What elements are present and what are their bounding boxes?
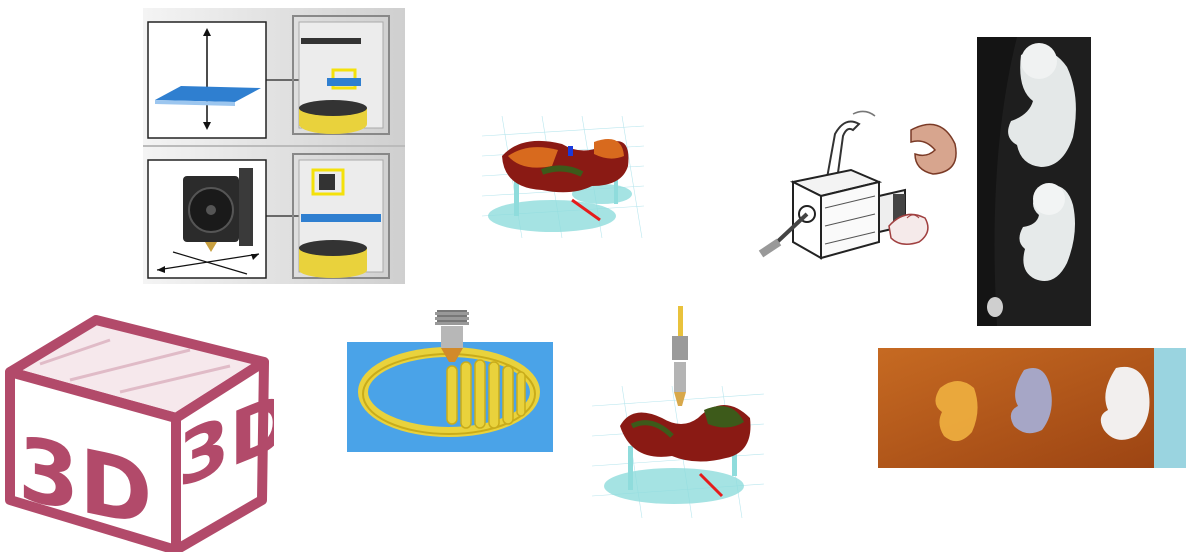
- printer-diagram: [143, 8, 405, 284]
- dark-photo-panel: [977, 37, 1091, 326]
- 3d-cube-logo: 3D 3D: [0, 310, 274, 552]
- slicer-view-bottom: [592, 306, 764, 518]
- slicer-view-top: [482, 116, 644, 238]
- printed-fetus-models-wood-photo: [878, 348, 1186, 468]
- sliced-fetus-model-with-nozzle: [592, 306, 764, 518]
- xy-axes-icon: [156, 251, 260, 275]
- nozzle: [435, 310, 469, 362]
- nozzle-extrusion-panel: [347, 310, 553, 452]
- printer-diagram-panel: [143, 8, 405, 284]
- printer-lower: [292, 153, 390, 279]
- sliced-fetus-model-top: [482, 116, 644, 238]
- fetus-printing-machine-sketch: [755, 108, 975, 286]
- build-plate: [155, 86, 261, 102]
- wood-photo-panel: [878, 348, 1186, 468]
- up-down-arrow-icon: [203, 28, 211, 130]
- sketch-machine-panel: [755, 108, 975, 286]
- printed-fetus-models-dark-photo: [977, 37, 1091, 326]
- printer-upper: [292, 15, 390, 135]
- cooling-fan-icon: [183, 168, 253, 252]
- extrusion-path-illustration: [347, 310, 553, 452]
- 3d-cube-logo-panel: 3D 3D: [0, 310, 274, 552]
